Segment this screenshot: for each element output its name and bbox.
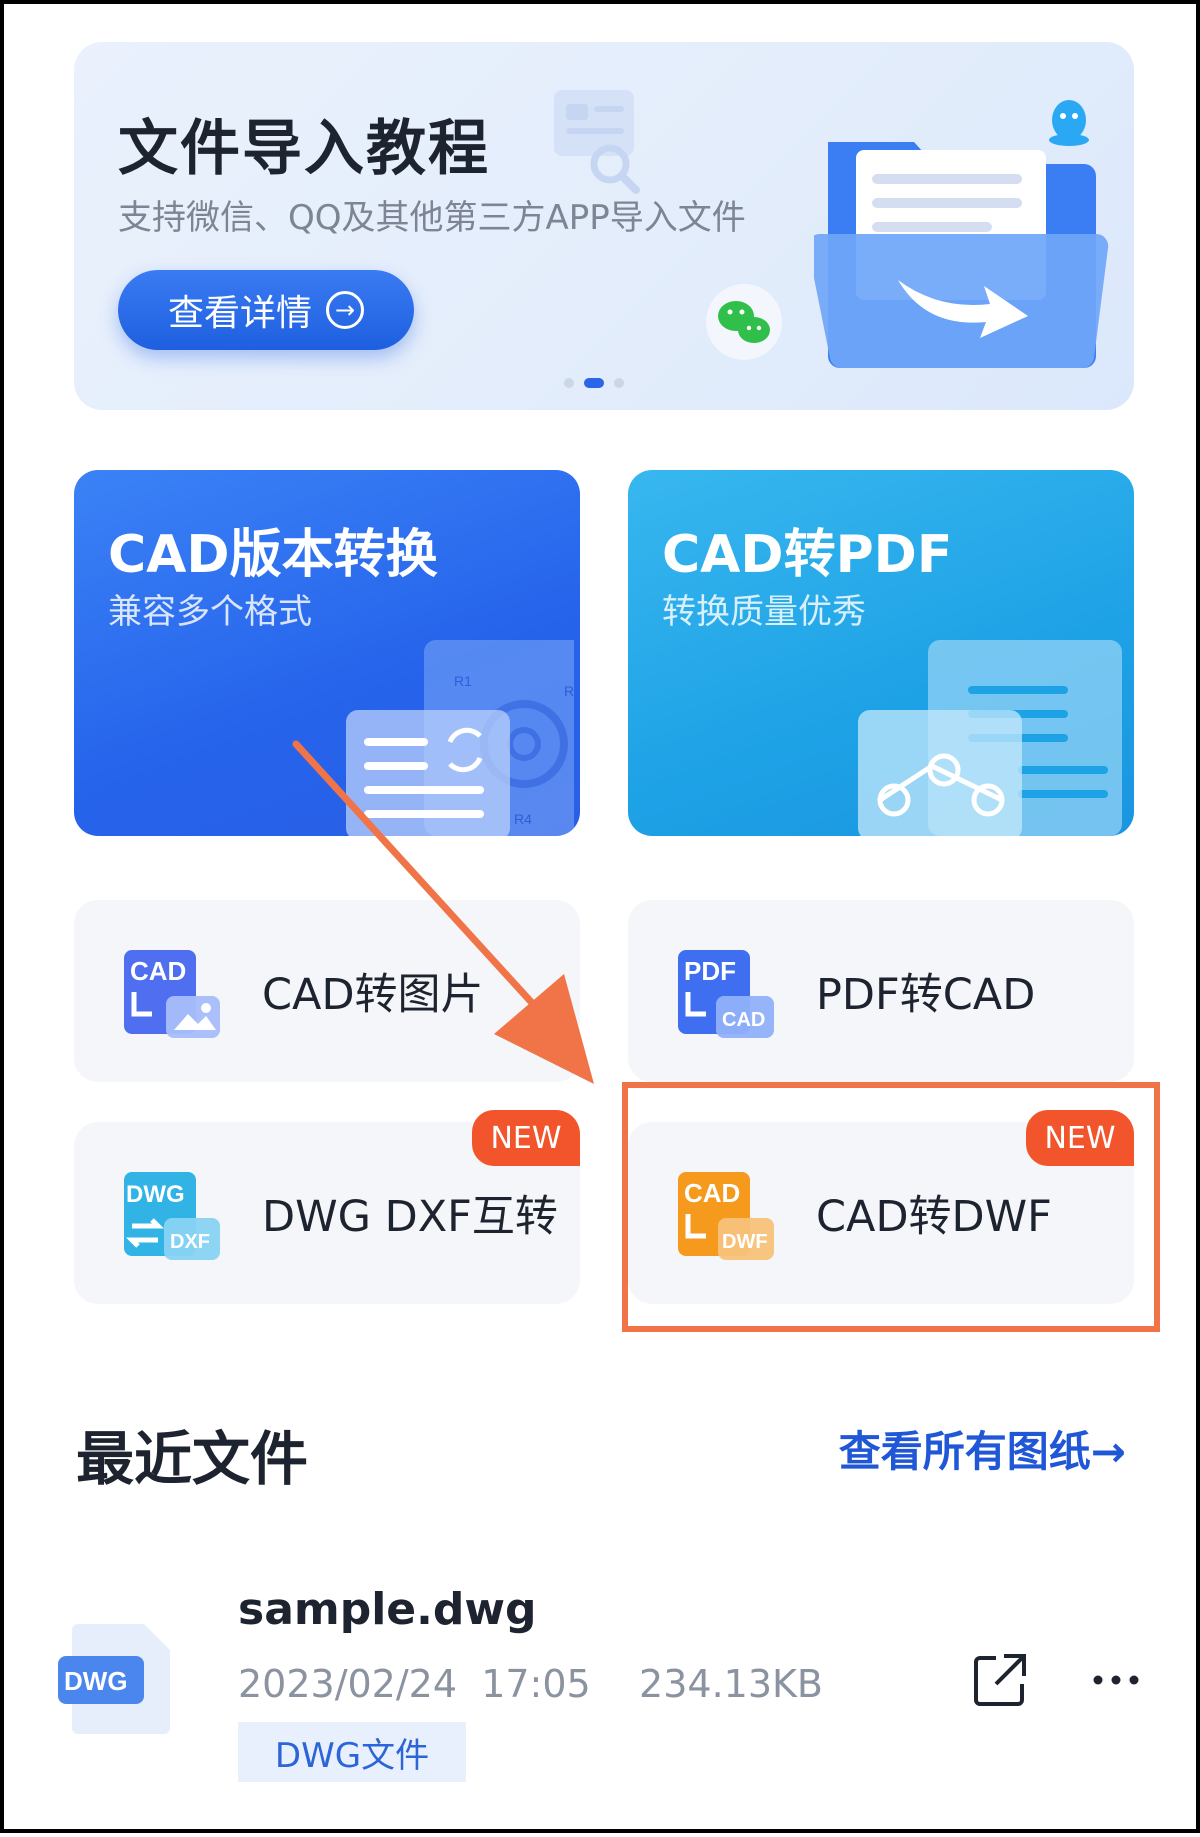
recent-files-title: 最近文件 bbox=[76, 1425, 309, 1493]
tool-label: DWG DXF互转 bbox=[262, 1192, 558, 1242]
svg-text:R1: R1 bbox=[454, 673, 472, 689]
file-date: 2023/02/24 bbox=[238, 1662, 458, 1706]
icon-label: CAD bbox=[130, 956, 186, 986]
svg-text:R2: R2 bbox=[564, 683, 574, 699]
share-icon[interactable] bbox=[970, 1650, 1030, 1710]
banner-title: 文件导入教程 bbox=[118, 114, 490, 184]
qq-icon bbox=[1049, 100, 1089, 146]
card-subtitle: 转换质量优秀 bbox=[662, 592, 866, 632]
new-badge: NEW bbox=[472, 1110, 580, 1166]
cad-version-convert-card[interactable]: CAD版本转换 兼容多个格式 R1 R2 R4 bbox=[74, 470, 580, 836]
cad-to-pdf-card[interactable]: CAD转PDF 转换质量优秀 bbox=[628, 470, 1134, 836]
arrow-right-circle-icon: → bbox=[326, 291, 364, 329]
carousel-indicator bbox=[564, 378, 624, 388]
cad-to-dwf-icon: CAD DWF bbox=[678, 1172, 774, 1260]
tool-label: PDF转CAD bbox=[816, 970, 1036, 1020]
card-subtitle: 兼容多个格式 bbox=[108, 592, 312, 632]
pdf-to-cad-icon: PDF CAD bbox=[678, 950, 774, 1038]
card-title: CAD版本转换 bbox=[108, 525, 438, 585]
file-meta: 2023/02/24 17:05 234.13KB bbox=[238, 1662, 823, 1706]
file-time: 17:05 bbox=[481, 1662, 591, 1706]
view-details-button[interactable]: 查看详情 → bbox=[118, 270, 414, 350]
carousel-dot[interactable] bbox=[614, 378, 624, 388]
more-options-icon[interactable] bbox=[1086, 1650, 1146, 1710]
file-list-item[interactable]: DWG sample.dwg 2023/02/24 17:05 234.13KB… bbox=[4, 1564, 1200, 1794]
tool-label: CAD转DWF bbox=[816, 1192, 1052, 1242]
cad-to-image-icon: CAD bbox=[124, 950, 220, 1038]
carousel-dot[interactable] bbox=[564, 378, 574, 388]
dwg-dxf-swap-icon: DWG DXF bbox=[124, 1172, 220, 1260]
dwg-dxf-convert-tool[interactable]: DWG DXF DWG DXF互转 NEW bbox=[74, 1110, 580, 1304]
file-name: sample.dwg bbox=[238, 1584, 537, 1635]
icon-sublabel: CAD bbox=[722, 1009, 765, 1031]
file-size: 234.13KB bbox=[639, 1662, 823, 1706]
folder-import-icon bbox=[814, 142, 1109, 369]
icon-label: DWG bbox=[126, 1181, 185, 1208]
svg-text:R4: R4 bbox=[514, 811, 532, 827]
banner-subtitle: 支持微信、QQ及其他第三方APP导入文件 bbox=[118, 198, 746, 238]
new-badge: NEW bbox=[1026, 1110, 1134, 1166]
wechat-icon bbox=[706, 284, 782, 360]
icon-sublabel: DXF bbox=[170, 1231, 210, 1253]
icon-label: PDF bbox=[684, 956, 736, 986]
pdf-to-cad-tool[interactable]: PDF CAD PDF转CAD bbox=[628, 900, 1134, 1082]
tool-label: CAD转图片 bbox=[262, 970, 484, 1020]
document-search-icon bbox=[554, 90, 640, 194]
icon-label: CAD bbox=[684, 1178, 740, 1208]
import-tutorial-banner[interactable]: 文件导入教程 支持微信、QQ及其他第三方APP导入文件 查看详情 → bbox=[74, 42, 1134, 410]
thumb-label: DWG bbox=[64, 1666, 128, 1696]
card-title: CAD转PDF bbox=[662, 525, 953, 585]
view-details-label: 查看详情 bbox=[167, 293, 312, 334]
file-type-tag: DWG文件 bbox=[238, 1722, 466, 1782]
view-all-drawings-link[interactable]: 查看所有图纸→ bbox=[838, 1427, 1126, 1476]
dwg-file-icon: DWG bbox=[58, 1624, 170, 1734]
carousel-dot-active[interactable] bbox=[584, 378, 604, 388]
icon-sublabel: DWF bbox=[722, 1231, 768, 1253]
pdf-document-icon bbox=[858, 640, 1122, 836]
cad-to-dwf-tool[interactable]: CAD DWF CAD转DWF NEW bbox=[628, 1110, 1134, 1304]
cad-to-image-tool[interactable]: CAD CAD转图片 bbox=[74, 900, 580, 1082]
cad-drawing-convert-icon: R1 R2 R4 bbox=[346, 640, 574, 836]
